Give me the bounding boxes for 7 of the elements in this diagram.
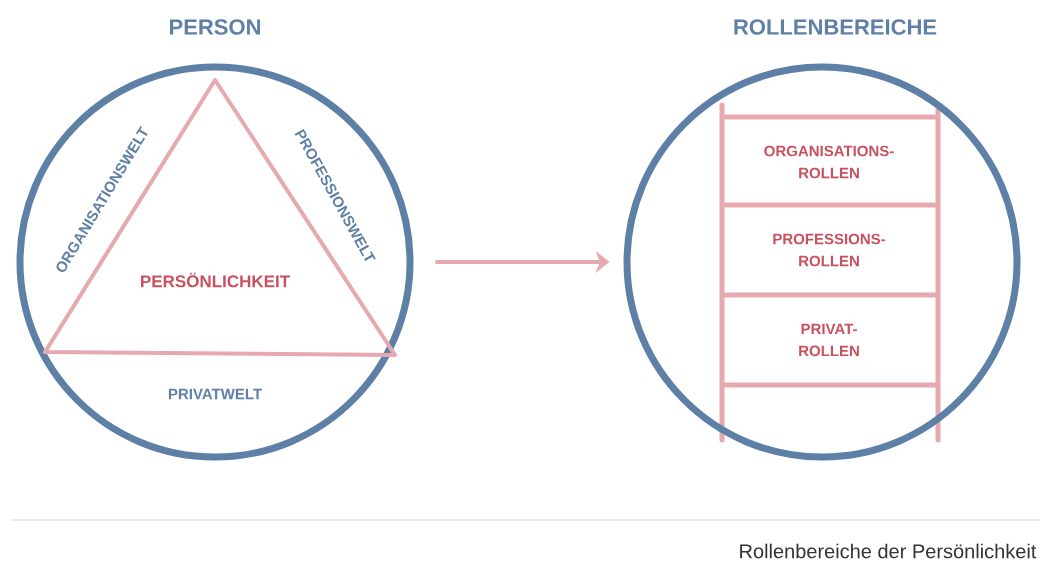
caption: Rollenbereiche der Persönlichkeit bbox=[740, 543, 1037, 559]
ladder-cell-label: PRIVAT- ROLLEN bbox=[799, 323, 859, 357]
ladder-cell-label: PROFESSIONS- ROLLEN bbox=[773, 233, 886, 267]
ladder-cell-label: ORGANISATIONS- ROLLEN bbox=[764, 145, 894, 179]
heading: ROLLENBEREICHE bbox=[734, 19, 937, 35]
side-label: PRIVATWELT bbox=[168, 388, 262, 400]
heading: PERSON bbox=[170, 19, 260, 35]
